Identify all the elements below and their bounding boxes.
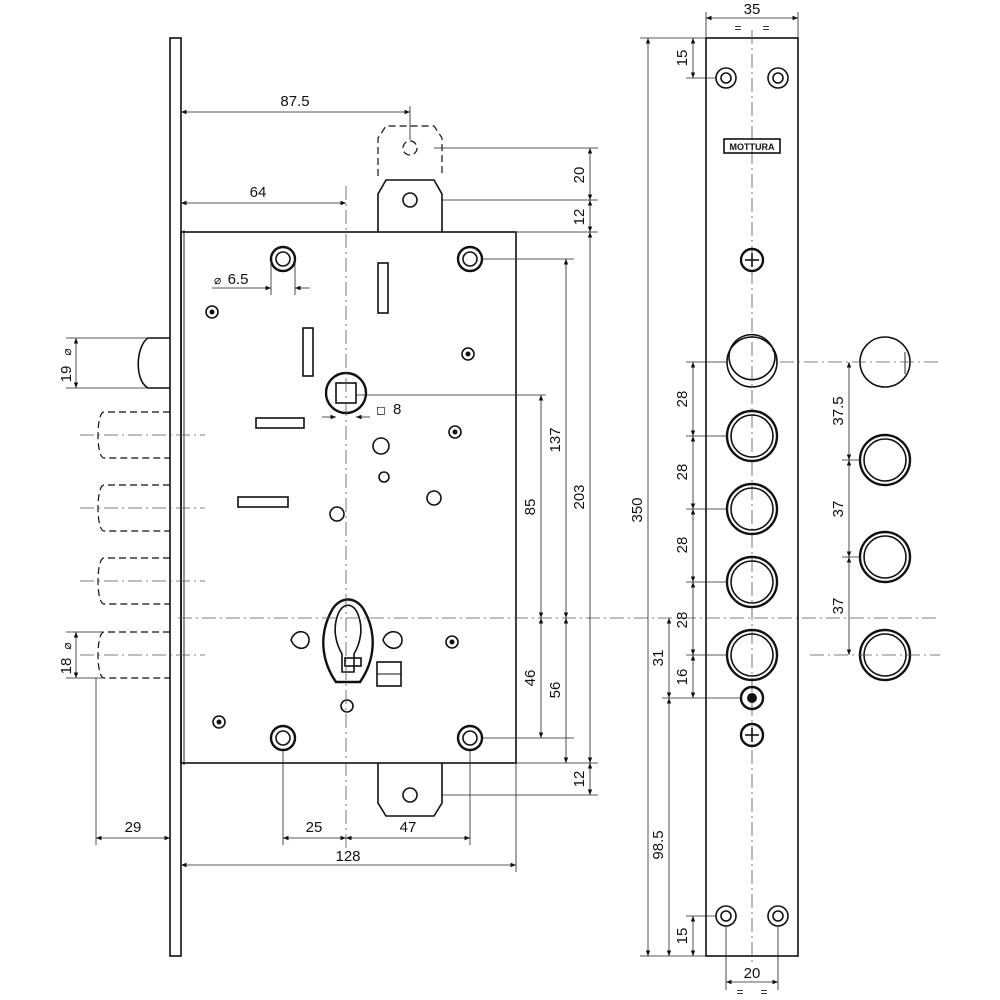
rivets — [205, 305, 475, 729]
body-holes — [329, 437, 442, 713]
dim-64: 64 — [250, 184, 267, 201]
dim-137: 137 — [547, 427, 564, 452]
dim-19: 19 — [58, 366, 75, 383]
dim-37-5: 37.5 — [830, 396, 847, 425]
dimension-lines — [66, 12, 860, 990]
brand-label-box — [723, 138, 781, 154]
dim-18: 18 — [58, 658, 75, 675]
dim-85: 85 — [522, 499, 539, 516]
dim-15-top: 15 — [674, 50, 691, 67]
dim-37-b: 37 — [830, 598, 847, 615]
dim-35: 35 — [744, 1, 761, 18]
latch-bolt — [137, 337, 170, 389]
dim-12-bottom: 12 — [571, 771, 588, 788]
dim-31: 31 — [650, 650, 667, 667]
dim-28-c: 28 — [674, 537, 691, 554]
bolt-profile-circles — [780, 336, 940, 682]
dim-203: 203 — [571, 484, 588, 509]
dim-20-top: 20 — [571, 167, 588, 184]
dim-128: 128 — [335, 848, 360, 865]
dim-28-d: 28 — [674, 612, 691, 629]
dim-18-diameter-symbol: ⌀ — [60, 642, 74, 649]
dimension-labels: 87.5 64 ⌀ 6.5 19 ⌀ ◻ 8 18 ⌀ 20 12 137 20… — [58, 1, 847, 999]
top-mounting-tab — [377, 179, 443, 232]
dim-37-a: 37 — [830, 501, 847, 518]
dim-47: 47 — [400, 819, 417, 836]
latch-opening — [728, 333, 776, 381]
dim-12-top: 12 — [571, 209, 588, 226]
dim-56: 56 — [547, 682, 564, 699]
dim-35-equal-right: = — [762, 21, 769, 35]
dim-29: 29 — [125, 819, 142, 836]
dim-6-5-diameter-symbol: ⌀ — [214, 273, 221, 287]
dim-16: 16 — [674, 669, 691, 686]
dim-25: 25 — [306, 819, 323, 836]
dim-350: 350 — [629, 497, 646, 522]
slots — [237, 262, 402, 687]
phillips-screw-top — [739, 247, 765, 273]
dim-20-bottom: 20 — [744, 965, 761, 982]
dim-20-equal-left: = — [736, 985, 743, 999]
dim-19-diameter-symbol: ⌀ — [60, 348, 74, 355]
brand-label: MOTTURA — [730, 142, 775, 152]
dim-87-5: 87.5 — [280, 93, 309, 110]
dim-8: 8 — [393, 401, 401, 418]
dim-28-b: 28 — [674, 464, 691, 481]
dim-6-5: 6.5 — [228, 271, 249, 288]
bottom-mounting-tab — [377, 763, 443, 817]
euro-cylinder-cutout — [290, 598, 403, 684]
dim-35-equal-left: = — [734, 21, 741, 35]
deadbolts — [80, 337, 205, 679]
phillips-screw-bottom — [739, 722, 765, 748]
dim-20-equal-right: = — [760, 985, 767, 999]
top-tab-extended-position — [377, 125, 443, 176]
dim-98-5: 98.5 — [650, 830, 667, 859]
dim-15-bottom: 15 — [674, 928, 691, 945]
faceplate — [169, 37, 185, 957]
dim-28-a: 28 — [674, 391, 691, 408]
pin-hole — [739, 685, 765, 711]
dim-8-square-symbol: ◻ — [376, 403, 386, 417]
strike-plate: MOTTURA — [705, 30, 799, 962]
dim-46: 46 — [522, 670, 539, 687]
lock-body — [178, 125, 940, 850]
